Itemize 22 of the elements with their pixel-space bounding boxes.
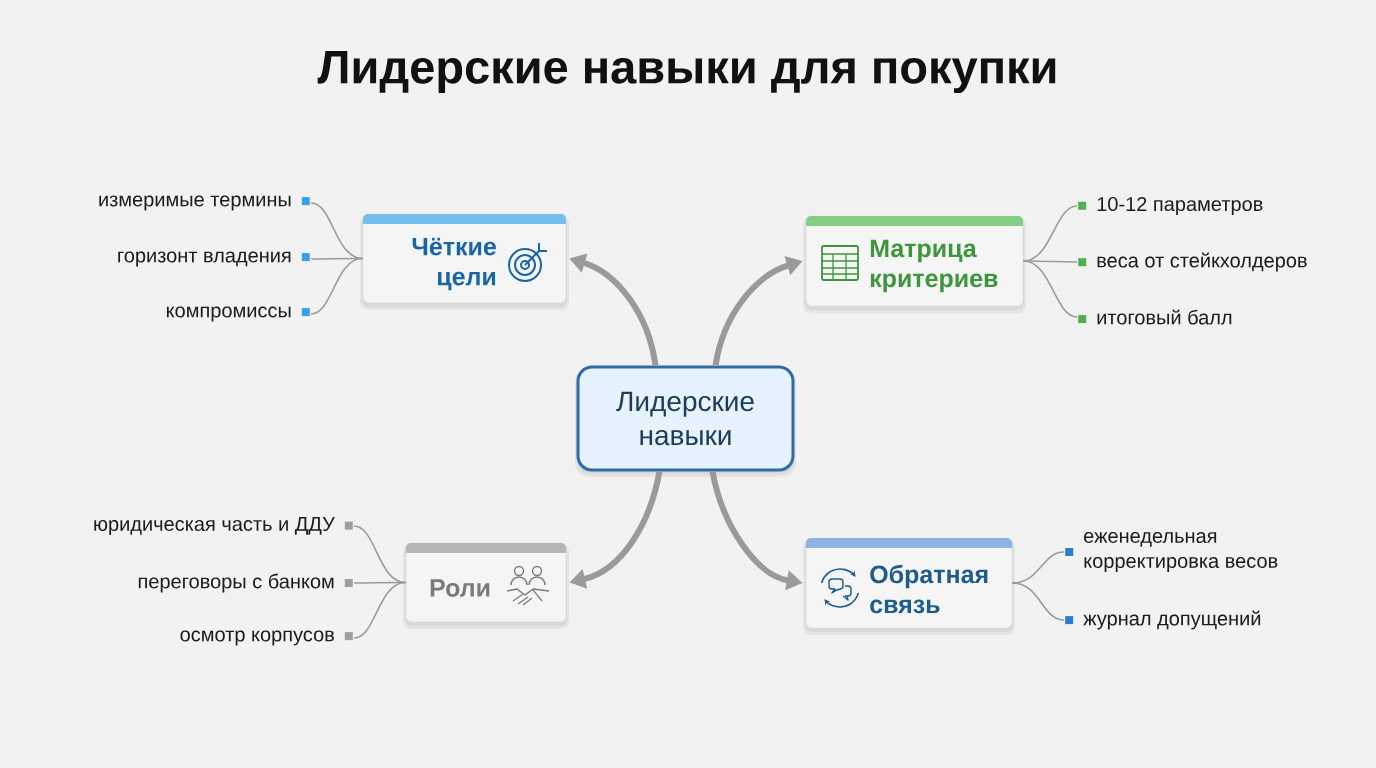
central-topic-box: Лидерские навыки	[575, 365, 796, 477]
list-item-text: осмотр корпусов	[180, 630, 334, 646]
connector-line	[353, 581, 407, 639]
list-item-text: измеримые термины	[99, 195, 291, 211]
connector-line	[1022, 260, 1078, 318]
list-item-text: итоговый балл	[1097, 309, 1232, 325]
connector-line	[310, 257, 364, 315]
topic-card: Матрица критериев	[803, 215, 1026, 313]
list-item-text: еженедельная корректировка весов	[1084, 532, 1278, 572]
topic-card: Роли	[403, 542, 569, 629]
connector-line	[353, 525, 407, 584]
list-item-text: компромиссы	[166, 306, 291, 322]
list-item-text: юридическая часть и ДДУ	[94, 517, 335, 535]
title: Лидерские навыки для покупки	[317, 50, 1056, 94]
list-item-text: горизонт владения	[118, 251, 291, 267]
connector-line	[1011, 582, 1065, 621]
list-item-text: веса от стейкхолдеров	[1097, 252, 1307, 272]
topic-card: Чёткие цели	[360, 213, 569, 310]
list-item-text: журнал допущений	[1083, 610, 1261, 630]
list-item-text: 10-12 параметров	[1097, 196, 1263, 216]
list-item-text: переговоры с банком	[138, 573, 334, 593]
topic-card: Обратная связь	[803, 537, 1015, 635]
